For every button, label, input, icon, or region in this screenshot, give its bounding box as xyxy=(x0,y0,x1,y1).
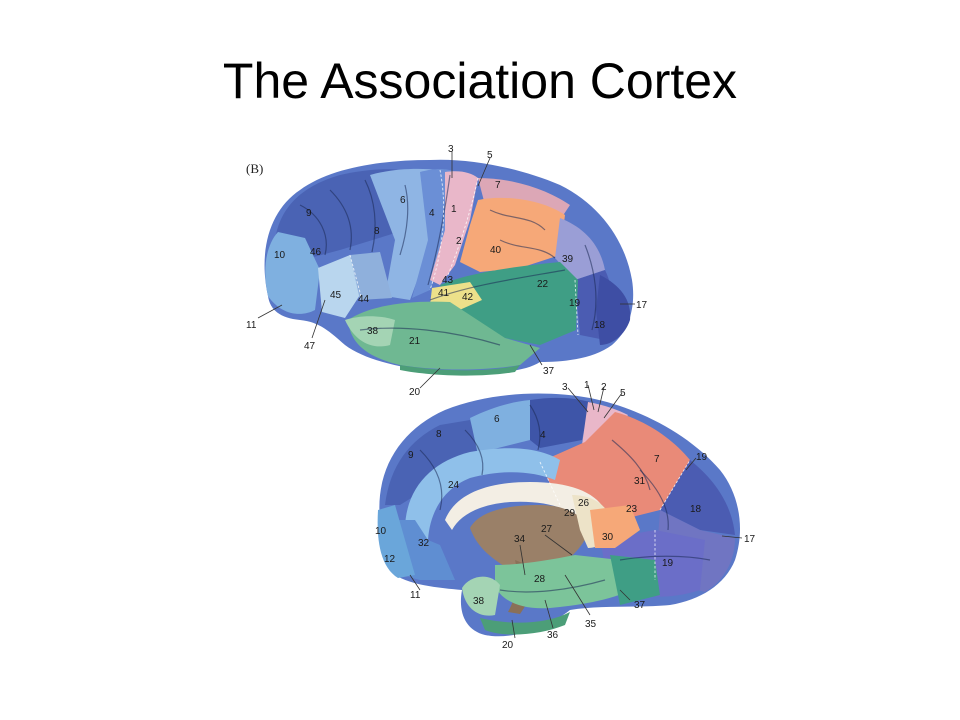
medial-label: 34 xyxy=(514,534,526,545)
lateral-label: 20 xyxy=(409,387,421,398)
medial-area-28 xyxy=(495,555,650,609)
medial-label: 4 xyxy=(540,430,546,441)
medial-label: 37 xyxy=(634,600,646,611)
lateral-label: 1 xyxy=(451,204,457,215)
leader-lines xyxy=(257,152,743,639)
medial-label: 5 xyxy=(620,388,626,399)
lateral-area-21 xyxy=(348,301,540,370)
medial-label: 36 xyxy=(547,630,559,641)
lateral-label: 10 xyxy=(274,250,286,261)
medial-label: 38 xyxy=(473,596,485,607)
medial-label: 3 xyxy=(562,382,568,393)
lateral-label: 4 xyxy=(429,208,435,219)
medial-label: 28 xyxy=(534,574,546,585)
medial-label: 27 xyxy=(541,524,553,535)
medial-area-20 xyxy=(480,612,570,635)
lateral-label: 6 xyxy=(400,195,406,206)
lateral-label: 19 xyxy=(569,298,581,309)
lateral-labels: 3 5 7 1 6 4 9 8 2 40 46 10 39 43 41 42 2… xyxy=(246,144,648,398)
medial-brain xyxy=(377,393,740,637)
lateral-area-1-2-3 xyxy=(430,171,478,285)
lateral-area-4 xyxy=(412,169,455,298)
medial-label: 20 xyxy=(502,640,514,651)
lateral-area-10 xyxy=(265,232,320,314)
lateral-area-38 xyxy=(345,316,395,347)
medial-label: 8 xyxy=(436,429,442,440)
medial-area-6 xyxy=(470,400,530,455)
lateral-label: 8 xyxy=(374,226,380,237)
lateral-label: 38 xyxy=(367,326,379,337)
lateral-area-45 xyxy=(318,255,360,318)
medial-label: 17 xyxy=(744,534,756,545)
lateral-label: 7 xyxy=(495,180,501,191)
lateral-label: 21 xyxy=(409,336,421,347)
lateral-label: 43 xyxy=(442,275,454,286)
medial-area-38 xyxy=(462,576,500,616)
lateral-label: 5 xyxy=(487,150,493,161)
medial-label: 19 xyxy=(696,452,708,463)
diencephalon xyxy=(470,505,590,590)
lateral-label: 3 xyxy=(448,144,454,155)
lateral-label: 47 xyxy=(304,341,316,352)
medial-label: 6 xyxy=(494,414,500,425)
medial-label: 31 xyxy=(634,476,646,487)
corpus-callosum xyxy=(445,482,606,530)
lateral-label: 40 xyxy=(490,245,502,256)
lateral-label: 11 xyxy=(246,320,257,331)
lateral-brain xyxy=(264,159,634,376)
lateral-label: 9 xyxy=(306,208,312,219)
lateral-area-39 xyxy=(555,218,605,280)
medial-area-8-9 xyxy=(385,420,480,505)
medial-label: 10 xyxy=(375,526,387,537)
lateral-label: 2 xyxy=(456,236,462,247)
lateral-label: 17 xyxy=(636,300,648,311)
medial-label: 30 xyxy=(602,532,614,543)
medial-area-23 xyxy=(590,505,640,548)
lateral-label: 37 xyxy=(543,366,555,377)
lateral-label: 39 xyxy=(562,254,574,265)
lateral-label: 45 xyxy=(330,290,342,301)
medial-label: 32 xyxy=(418,538,430,549)
medial-label: 12 xyxy=(384,554,396,565)
lateral-label: 41 xyxy=(438,288,450,299)
medial-label: 35 xyxy=(585,619,597,630)
medial-label: 9 xyxy=(408,450,414,461)
page-title: The Association Cortex xyxy=(222,53,738,109)
lateral-label: 46 xyxy=(310,247,322,258)
lateral-label: 42 xyxy=(462,292,474,303)
lateral-area-44 xyxy=(350,252,392,300)
lateral-area-9 xyxy=(275,169,410,262)
lateral-label: 18 xyxy=(594,320,606,331)
medial-area-10-12 xyxy=(377,505,415,578)
medial-label: 19 xyxy=(662,558,674,569)
medial-label: 23 xyxy=(626,504,638,515)
lateral-area-22 xyxy=(440,262,578,345)
medial-labels: 3 1 2 5 6 8 4 9 7 19 24 31 26 29 23 18 1… xyxy=(375,380,756,651)
medial-label: 24 xyxy=(448,480,460,491)
medial-label: 1 xyxy=(584,380,590,391)
lateral-area-18 xyxy=(596,275,631,345)
lateral-label: 44 xyxy=(358,294,370,305)
medial-label: 2 xyxy=(601,382,607,393)
medial-label: 29 xyxy=(564,508,576,519)
medial-label: 26 xyxy=(578,498,590,509)
lateral-area-20 xyxy=(400,365,520,376)
figure-label: (B) xyxy=(246,161,264,176)
lateral-area-40 xyxy=(460,197,565,272)
medial-area-24 xyxy=(405,448,560,540)
medial-area-4 xyxy=(530,397,590,448)
lateral-label: 22 xyxy=(537,279,549,290)
medial-label: 7 xyxy=(654,454,660,465)
medial-label: 11 xyxy=(410,590,421,601)
medial-label: 18 xyxy=(690,504,702,515)
